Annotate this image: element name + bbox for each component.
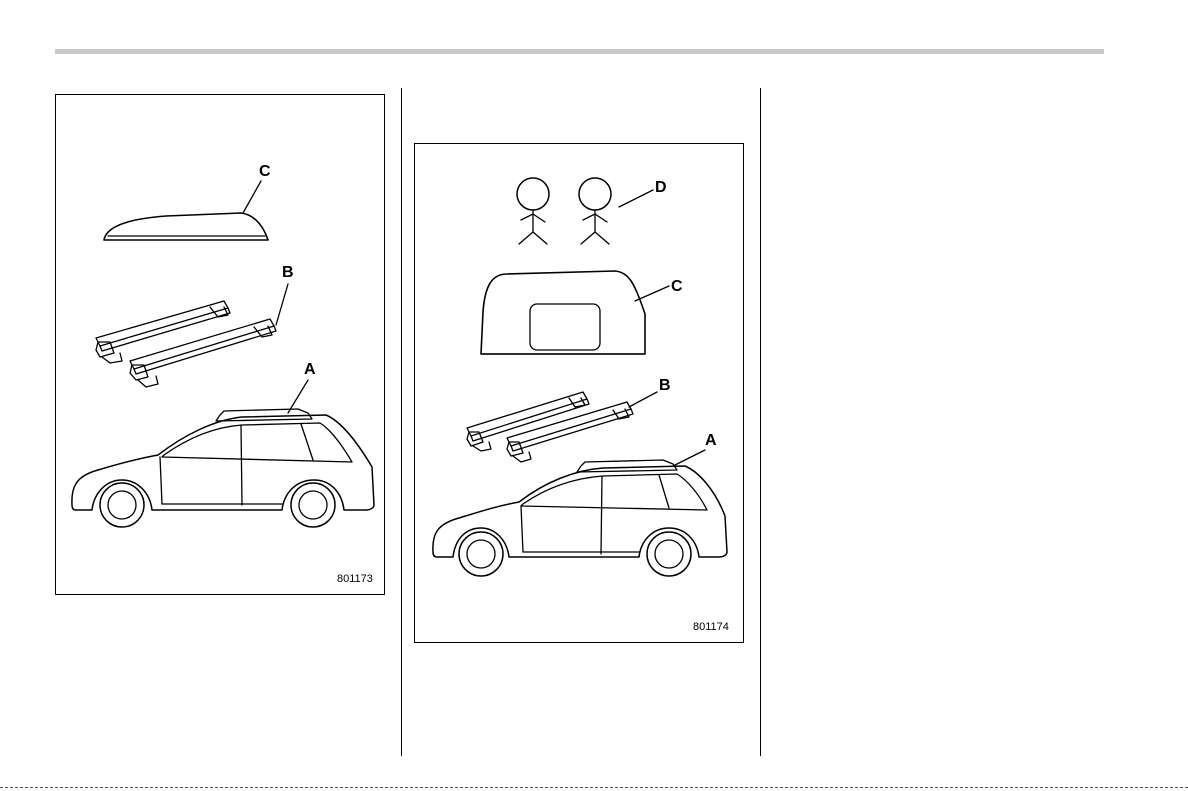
callout-label-d: D [655,179,667,197]
callout-label-b: B [282,264,294,282]
crossbars-drawing [96,301,276,387]
wagon-car-drawing [72,409,374,527]
figure-roof-carrier-passengers: D C B A 801174 [414,143,744,643]
callout-label-c: C [259,163,271,181]
header-rule [55,49,1104,54]
column-divider-left [401,88,402,756]
figure-roof-carrier-box: C B A 801173 [55,94,385,595]
wagon-car-drawing-2 [433,460,727,576]
figure-roof-carrier-passengers-illustration [415,144,745,644]
figure-id-label: 801173 [337,573,373,585]
callout-label-a: A [304,361,316,379]
passenger-figures-drawing [517,178,611,244]
roof-box-drawing [104,213,268,240]
callout-label-b: B [659,377,671,395]
roof-box-front-drawing [481,271,645,354]
crossbars-drawing-2 [467,392,633,462]
figure-roof-carrier-box-illustration [56,95,386,596]
column-divider-right [760,88,761,756]
figure-id-label: 801174 [693,621,729,633]
page-bottom-rule [0,787,1188,788]
callout-label-c: C [671,278,683,296]
callout-label-a: A [705,432,717,450]
